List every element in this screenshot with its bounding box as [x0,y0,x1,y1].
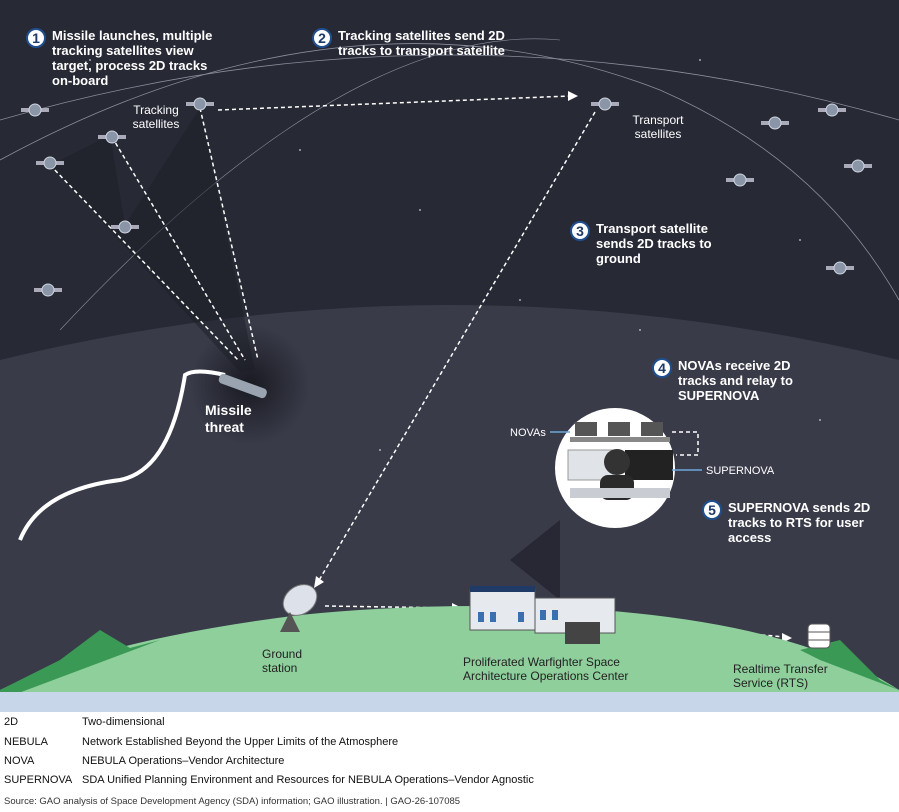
legend-def: Two-dimensional [82,716,165,728]
step-number-badge: 5 [702,500,722,520]
tracking-satellites-label: Tracking satellites [132,103,180,131]
step-text: NOVAs receive 2D tracks and relay to SUP… [678,358,793,403]
rts-label: Realtime Transfer Service (RTS) [733,662,828,690]
step-text: SUPERNOVA sends 2D tracks to RTS for use… [728,500,871,545]
ground-station-icon [280,584,318,632]
legend-row: NOVA NEBULA Operations–Vendor Architectur… [4,755,284,767]
rts-database-icon [807,623,831,649]
missile-icon [218,373,267,399]
ops-center-label: Proliferated Warfighter Space Architectu… [463,655,629,683]
step-3: 3 Transport satellite sends 2D tracks to … [570,221,730,266]
legend-abbr: SUPERNOVA [4,774,73,786]
step-number-badge: 3 [570,221,590,241]
step-2: 2 Tracking satellites send 2D tracks to t… [312,28,522,58]
missile-threat-label: Missile threat [205,402,252,435]
step-text: Missile launches, multiple tracking sate… [52,28,213,88]
legend-abbr: NEBULA [4,736,49,748]
legend-def: SDA Unified Planning Environment and Res… [82,774,534,786]
legend-abbr: 2D [4,716,19,728]
step-5: 5 SUPERNOVA sends 2D tracks to RTS for us… [702,500,872,545]
legend-row: 2D Two-dimensional [4,716,165,728]
legend-row: NEBULA Network Established Beyond the Upp… [4,736,398,748]
ground-station-label: Ground station [262,647,303,675]
step-text: Transport satellite sends 2D tracks to g… [596,221,712,266]
transport-satellites-label: Transport satellites [632,113,684,141]
step-text: Tracking satellites send 2D tracks to tr… [338,28,505,58]
legend-def: Network Established Beyond the Upper Lim… [82,736,399,748]
legend-def: NEBULA Operations–Vendor Architecture [82,755,285,767]
step-number-badge: 2 [312,28,332,48]
step-number-badge: 4 [652,358,672,378]
source-note: Source: GAO analysis of Space Developmen… [4,796,461,807]
step-1: 1 Missile launches, multiple tracking sat… [26,28,226,88]
legend-row: SUPERNOVA SDA Unified Planning Environmen… [4,774,534,786]
ops-center-building-icon [469,586,616,644]
step-number-badge: 1 [26,28,46,48]
legend-abbr: NOVA [4,755,35,767]
supernova-label: SUPERNOVA [706,465,775,477]
diagram-scene [0,0,899,712]
step-4: 4 NOVAs receive 2D tracks and relay to SU… [652,358,802,403]
novas-label: NOVAs [510,427,546,439]
